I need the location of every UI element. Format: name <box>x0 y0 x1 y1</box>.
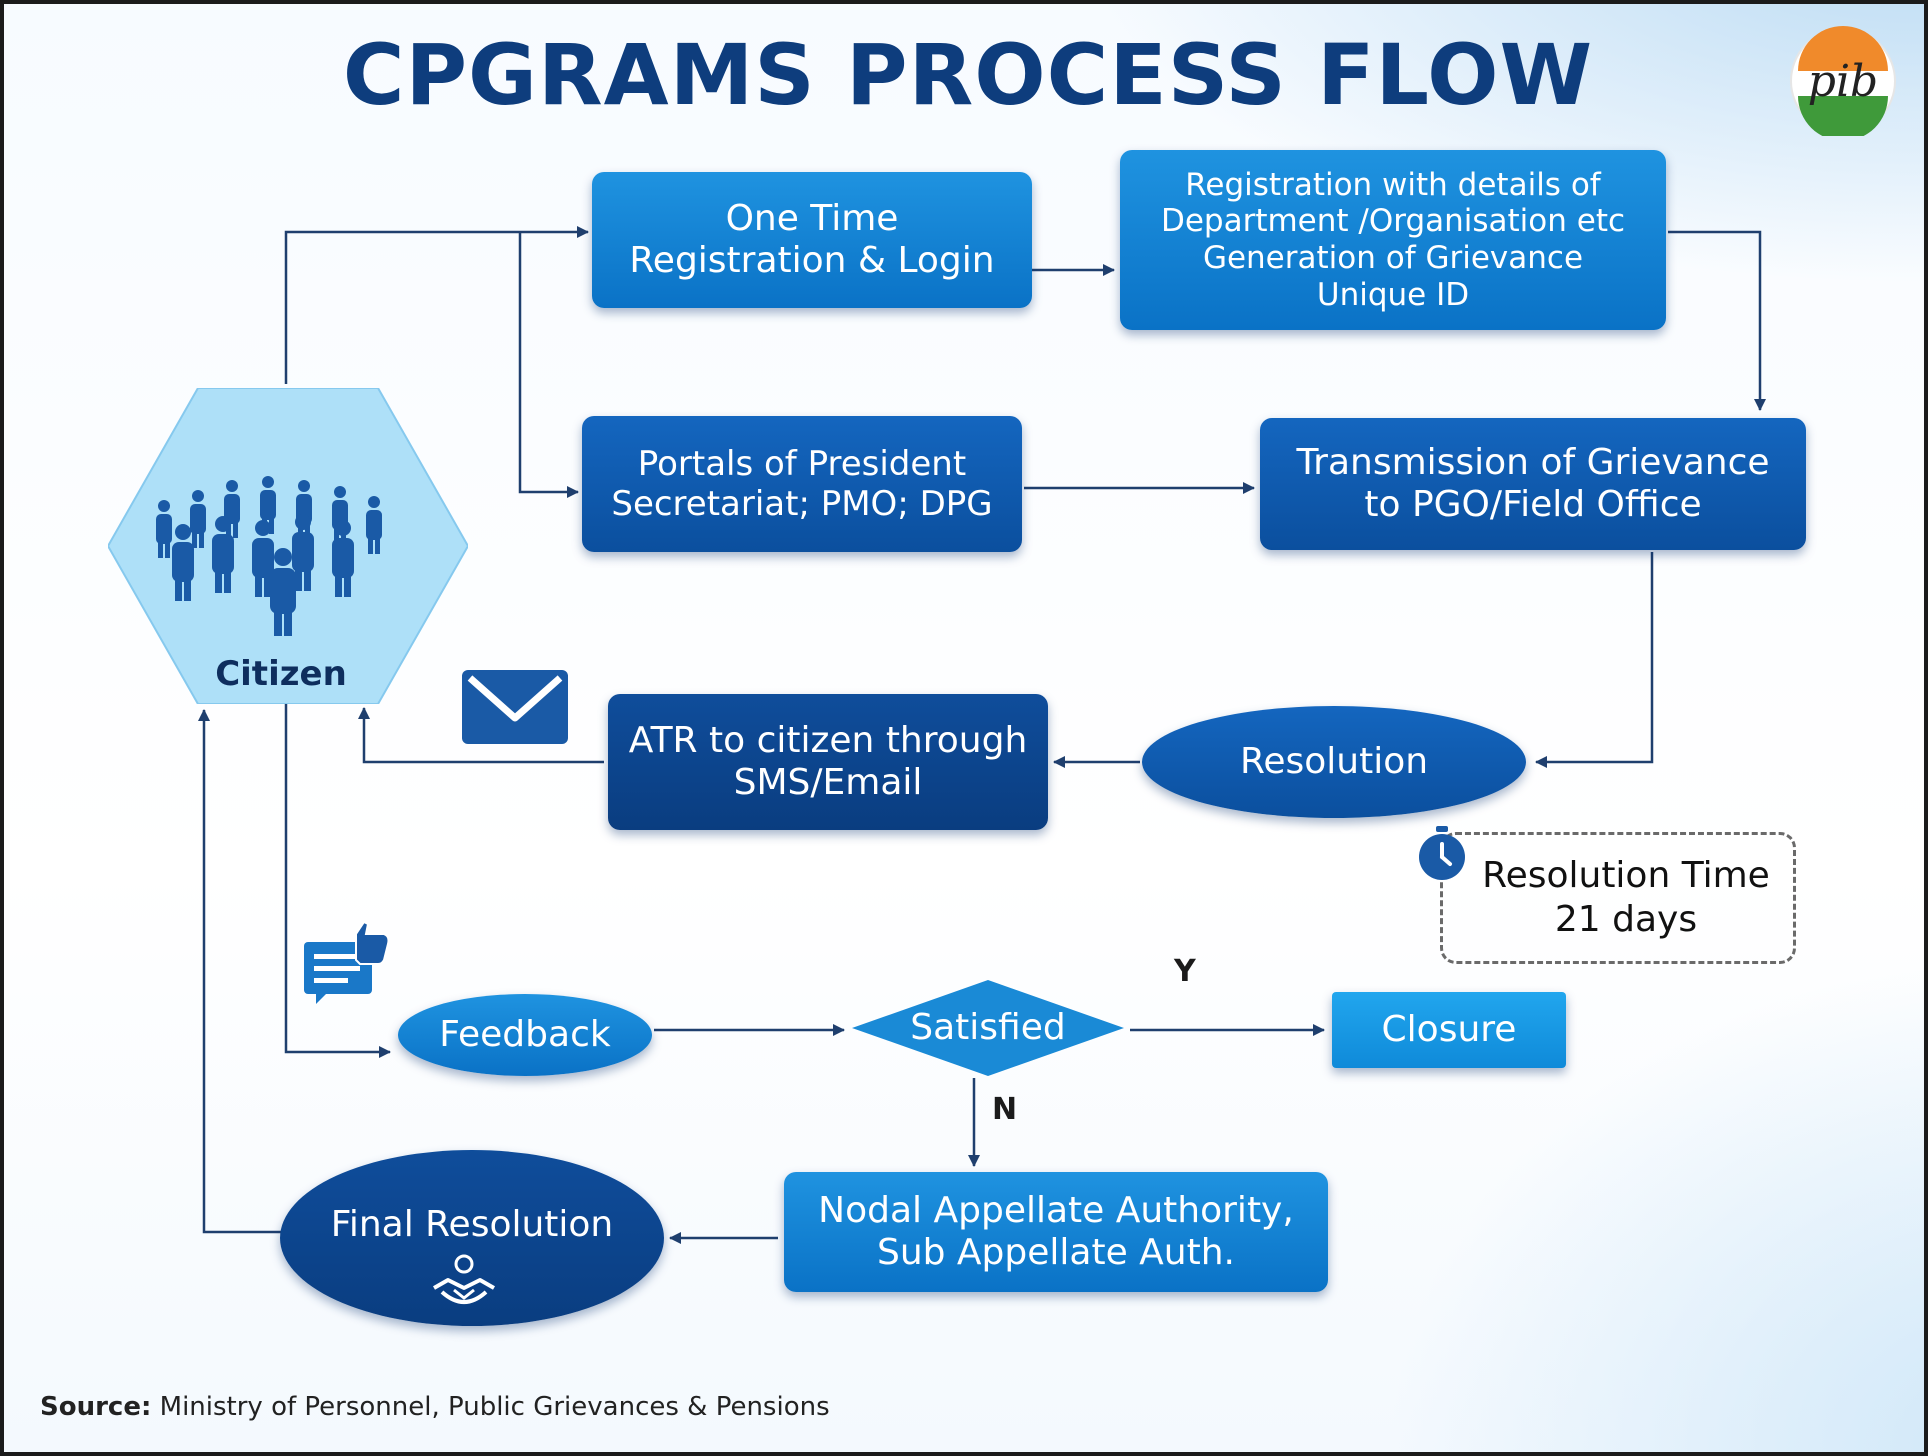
yes-label: Y <box>1174 954 1196 989</box>
edge-citizen-to-portals <box>518 232 579 498</box>
people-icon <box>156 476 382 636</box>
atr-line-2: SMS/Email <box>733 762 923 803</box>
page-title: CPGRAMS PROCESS FLOW <box>342 26 1594 124</box>
edge-final-to-citizen <box>198 709 282 1234</box>
registration-details-box: Registration with details of Department … <box>1120 150 1666 330</box>
clock-icon <box>1419 826 1465 880</box>
otr-line-2: Registration & Login <box>629 240 995 281</box>
closure-label: Closure <box>1381 1008 1517 1050</box>
nodal-line-1: Nodal Appellate Authority, <box>818 1189 1294 1231</box>
trans-line-2: to PGO/Field Office <box>1364 484 1702 525</box>
handshake-icon <box>433 1254 495 1304</box>
edge-citizen-to-registration <box>284 226 589 384</box>
portals-line-1: Portals of President <box>637 443 967 484</box>
connector-layer <box>198 226 1766 1244</box>
trans-line-1: Transmission of Grievance <box>1296 441 1770 483</box>
final-resolution-oval: Final Resolution <box>280 1150 664 1326</box>
final-resolution-label: Final Resolution <box>330 1204 614 1245</box>
portals-line-2: Secretariat; PMO; DPG <box>611 484 993 524</box>
resolution-label: Resolution <box>1239 740 1429 782</box>
satisfied-label: Satisfied <box>910 1006 1066 1048</box>
feedback-label: Feedback <box>439 1013 611 1055</box>
reg-line-4: Unique ID <box>1316 276 1470 313</box>
source-text: Ministry of Personnel, Public Grievances… <box>151 1392 830 1422</box>
feedback-oval: Feedback <box>398 994 652 1076</box>
satisfied-label-wrap: Satisfied <box>852 980 1124 1076</box>
citizen-label: Citizen <box>215 654 347 694</box>
otr-line-1: One Time <box>725 197 899 239</box>
restime-line-2: 21 days <box>1554 899 1698 940</box>
envelope-icon <box>462 670 568 744</box>
edge-citizen-to-feedback <box>284 704 391 1058</box>
svg-text:pib: pib <box>1808 56 1878 107</box>
satisfied-diamond <box>852 980 1124 1076</box>
reg-line-2: Department /Organisation etc <box>1160 203 1626 240</box>
citizen-hexagon <box>108 388 468 704</box>
nodal-line-2: Sub Appellate Auth. <box>876 1232 1235 1273</box>
feedback-icon <box>304 920 390 1004</box>
reg-line-3: Generation of Grievance <box>1202 240 1584 276</box>
nodal-appellate-box: Nodal Appellate Authority,Sub Appellate … <box>784 1172 1328 1292</box>
edge-details-to-transmission <box>1668 230 1766 411</box>
no-label: N <box>992 1092 1018 1127</box>
edge-transmission-to-resolution <box>1535 552 1654 768</box>
restime-line-1: Resolution Time <box>1482 855 1770 897</box>
reg-line-1: Registration with details of <box>1185 166 1601 203</box>
source-note: Source: Ministry of Personnel, Public Gr… <box>40 1392 830 1422</box>
closure-box: Closure <box>1332 992 1566 1068</box>
resolution-oval: Resolution <box>1142 706 1526 818</box>
edge-atr-to-citizen <box>358 707 604 764</box>
source-label: Source: <box>40 1392 152 1422</box>
pib-logo: pib <box>1790 26 1896 136</box>
atr-line-1: ATR to citizen through <box>628 719 1028 761</box>
